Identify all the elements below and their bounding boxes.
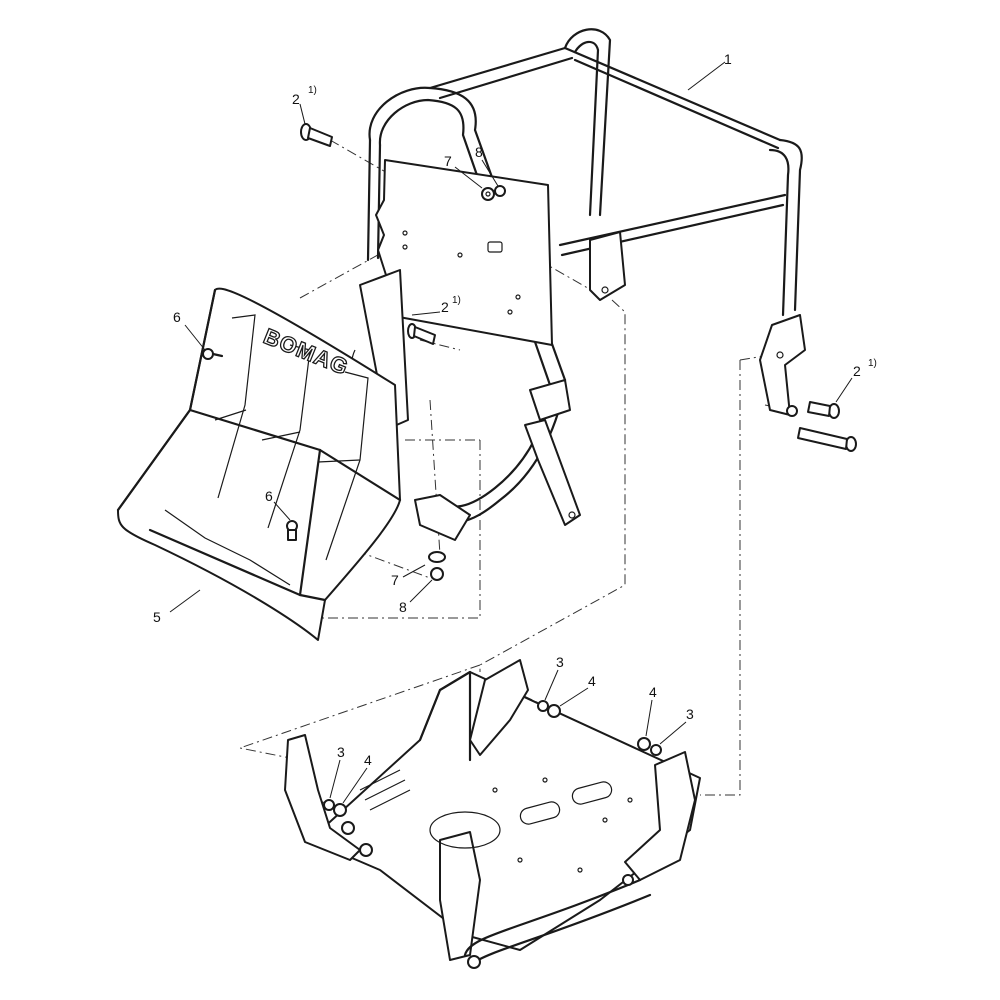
callout-2-right-footnote: 1) — [868, 358, 877, 369]
nuts-washers — [428, 185, 506, 581]
callout-7-top: 7 — [444, 153, 452, 169]
seat-screws — [202, 348, 298, 541]
rollbar-frame — [366, 28, 806, 541]
callout-4-rear: 4 — [588, 673, 596, 689]
callout-leaders — [169, 61, 853, 804]
callout-numbers: 1 2 1) 2 1) 2 1) 7 8 6 6 5 7 8 3 4 4 3 3… — [153, 51, 877, 768]
base-frame — [284, 659, 701, 969]
callout-3-left: 3 — [337, 744, 345, 760]
callout-4-right: 4 — [649, 684, 657, 700]
callout-7-lower: 7 — [391, 572, 399, 588]
callout-2-top: 2 — [292, 91, 300, 107]
callout-2-mid-footnote: 1) — [452, 295, 461, 306]
callout-8-lower: 8 — [399, 599, 407, 615]
callout-2-right: 2 — [853, 363, 861, 379]
callout-8-top: 8 — [475, 144, 483, 160]
bolts — [300, 123, 857, 452]
callout-2-top-footnote: 1) — [308, 85, 317, 96]
base-washers-nuts — [323, 700, 662, 817]
callout-3-rear: 3 — [556, 654, 564, 670]
seat-shell — [116, 287, 402, 641]
callout-2-mid: 2 — [441, 299, 449, 315]
callout-4-left: 4 — [364, 752, 372, 768]
callout-6-lower: 6 — [265, 488, 273, 504]
callout-3-right: 3 — [686, 706, 694, 722]
callout-5: 5 — [153, 609, 161, 625]
callout-1: 1 — [724, 51, 732, 67]
callout-6-upper: 6 — [173, 309, 181, 325]
